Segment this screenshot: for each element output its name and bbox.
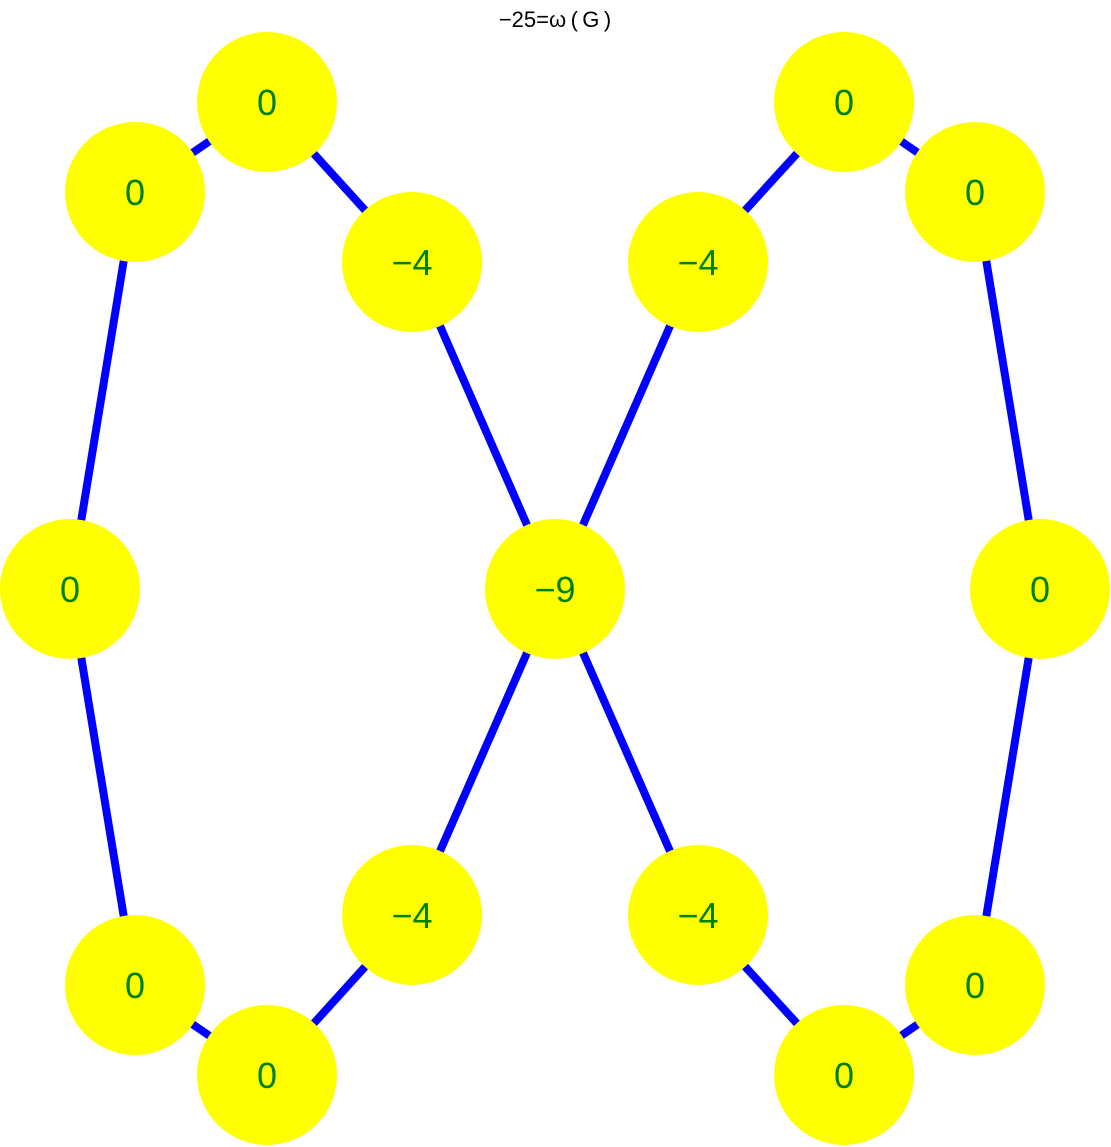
node-circle: [628, 845, 768, 985]
node-top-right-lower: 0: [905, 122, 1045, 262]
node-label: 0: [1030, 569, 1050, 610]
node-label: 0: [834, 82, 854, 123]
node-label: 0: [965, 172, 985, 213]
node-circle: [65, 915, 205, 1055]
node-circle: [0, 519, 140, 659]
node-circle: [905, 915, 1045, 1055]
node-inner-bottom-right: −4: [628, 845, 768, 985]
node-label: −9: [534, 569, 575, 610]
node-bottom-right-upper: 0: [905, 915, 1045, 1055]
node-label: 0: [834, 1055, 854, 1096]
node-label: 0: [125, 172, 145, 213]
node-circle: [197, 1005, 337, 1145]
node-label: 0: [257, 1055, 277, 1096]
node-label: 0: [60, 569, 80, 610]
node-label: −4: [391, 895, 432, 936]
node-circle: [197, 32, 337, 172]
node-inner-bottom-left: −4: [342, 845, 482, 985]
node-left-middle: 0: [0, 519, 140, 659]
node-inner-top-right: −4: [628, 192, 768, 332]
node-circle: [65, 122, 205, 262]
node-circle: [342, 845, 482, 985]
node-circle: [628, 192, 768, 332]
node-center: −9: [485, 519, 625, 659]
node-bottom-right-lower: 0: [774, 1005, 914, 1145]
node-top-left-lower: 0: [65, 122, 205, 262]
node-inner-top-left: −4: [342, 192, 482, 332]
node-circle: [342, 192, 482, 332]
node-label: 0: [257, 82, 277, 123]
node-circle: [774, 32, 914, 172]
node-bottom-left-upper: 0: [65, 915, 205, 1055]
node-label: 0: [125, 965, 145, 1006]
node-label: −4: [677, 242, 718, 283]
node-bottom-left-lower: 0: [197, 1005, 337, 1145]
node-label: −4: [677, 895, 718, 936]
graph-title: −25=ω ( G ): [499, 7, 611, 32]
node-circle: [970, 519, 1110, 659]
node-circle: [485, 519, 625, 659]
node-circle: [905, 122, 1045, 262]
node-right-middle: 0: [970, 519, 1110, 659]
node-top-right-upper: 0: [774, 32, 914, 172]
node-label: 0: [965, 965, 985, 1006]
node-label: −4: [391, 242, 432, 283]
nodes-layer: 0 0 −4 0 −9 −4 0 0 0 0 −4 0 −4 0 0: [0, 32, 1110, 1145]
node-circle: [774, 1005, 914, 1145]
node-top-left-upper: 0: [197, 32, 337, 172]
